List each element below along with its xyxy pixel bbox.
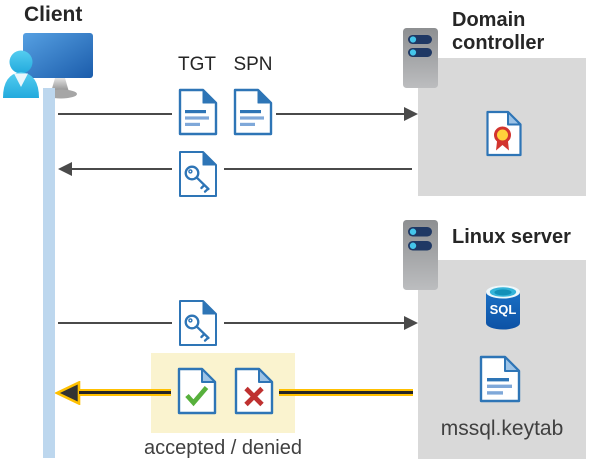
client-lifeline (43, 88, 55, 458)
response-arrow-right-segment (279, 389, 413, 396)
arrow3-arrowhead-icon (404, 316, 418, 330)
arrow1-arrowhead-icon (404, 107, 418, 121)
certificate-document-icon (486, 110, 522, 157)
client-label: Client (24, 3, 83, 26)
arrow3-line-right (224, 322, 404, 324)
arrow2-arrowhead-icon (58, 162, 72, 176)
keytab-file-label: mssql.keytab (440, 417, 564, 440)
denied-document-icon (234, 367, 274, 415)
linux-server-tower-icon (403, 220, 438, 290)
accepted-document-icon (177, 367, 217, 415)
response-arrowhead-icon (55, 381, 81, 405)
linux-server-label: Linux server (452, 226, 571, 248)
client-workstation-icon (3, 33, 93, 99)
key-ticket-document-icon (179, 151, 217, 197)
person-collar (14, 73, 28, 87)
response-arrow-left-segment (79, 389, 171, 396)
arrow2-line-right (224, 168, 412, 170)
arrow1-line-left (58, 113, 172, 115)
arrow2-line-left (72, 168, 172, 170)
key-present-document-icon (179, 300, 217, 346)
spn-document-icon (233, 88, 273, 136)
tgt-document-icon (178, 88, 218, 136)
monitor-screen (23, 33, 93, 78)
monitor-stand (51, 78, 69, 92)
tgt-label: TGT (178, 54, 216, 75)
domain-controller-label: Domain controller (452, 9, 545, 54)
response-label: accepted / denied (144, 437, 302, 459)
domain-controller-server-icon (403, 28, 438, 88)
sql-badge-text: SQL (490, 302, 517, 317)
keytab-document-icon (479, 355, 521, 403)
arrow1-line-right (276, 113, 404, 115)
sql-database-icon: SQL (486, 285, 520, 330)
spn-label: SPN (233, 54, 273, 75)
person-head (9, 50, 33, 74)
arrow3-line-left (58, 322, 172, 324)
